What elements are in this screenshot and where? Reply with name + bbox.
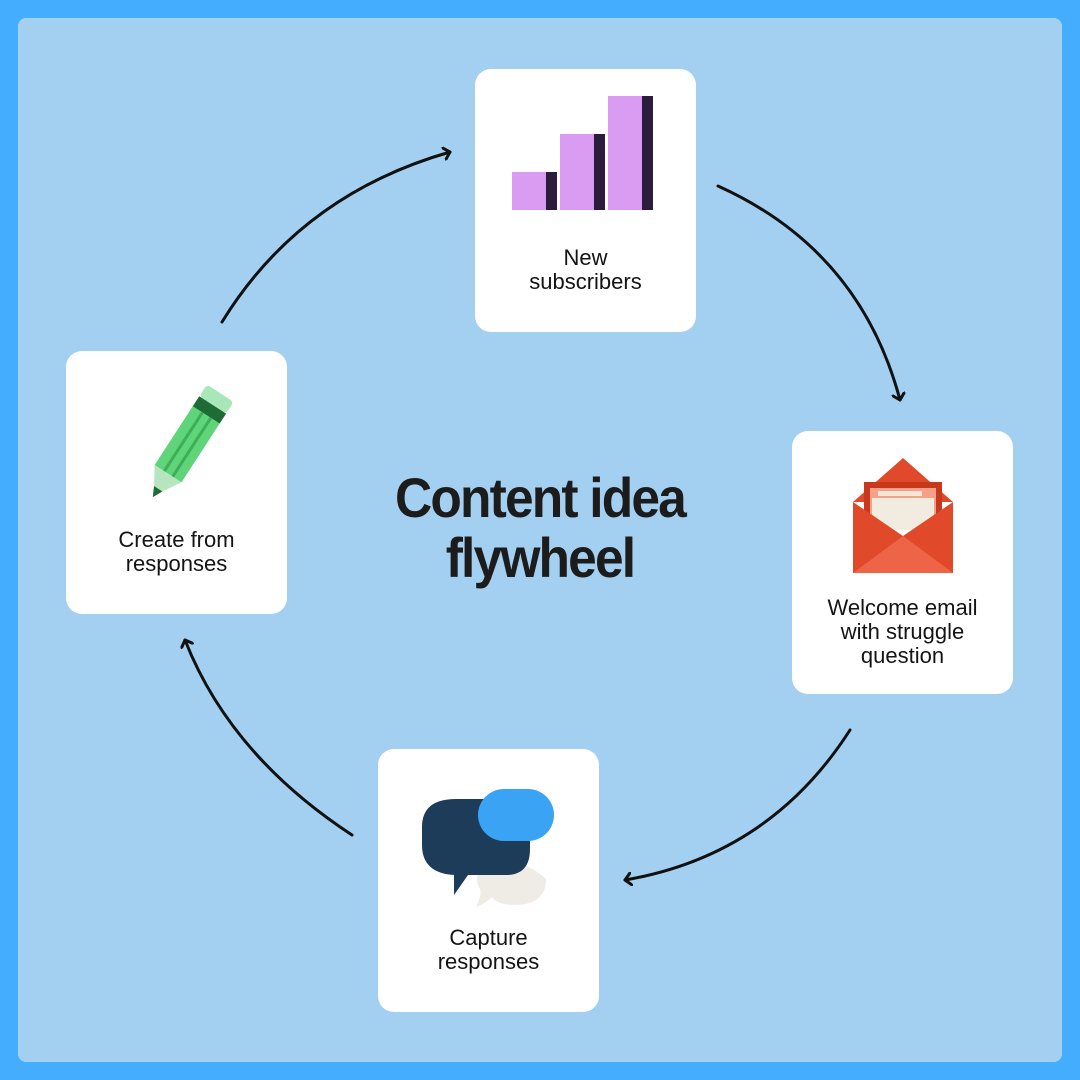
arrow-bottom-left: [185, 638, 354, 837]
step-card-create-from-responses: Create from responses: [66, 351, 287, 614]
step-card-new-subscribers: New subscribers: [475, 69, 696, 332]
arrow-top-left: [220, 152, 452, 324]
step-card-capture-responses: Capture responses: [378, 749, 599, 1012]
bar-chart-icon: [512, 96, 653, 210]
step-card-welcome-email: Welcome email with struggle question: [792, 431, 1013, 694]
pencil-icon: [152, 385, 233, 498]
step-label: New subscribers: [529, 245, 642, 294]
diagram-title: Content idea flywheel: [395, 466, 687, 589]
arrow-bottom-right: [623, 728, 852, 880]
arrow-top-right: [716, 184, 900, 402]
chat-bubbles-icon: [422, 789, 554, 907]
envelope-icon: [853, 458, 953, 573]
step-label: Welcome email with struggle question: [827, 595, 978, 668]
step-label: Create from responses: [118, 527, 235, 576]
step-label: Capture responses: [437, 925, 540, 974]
